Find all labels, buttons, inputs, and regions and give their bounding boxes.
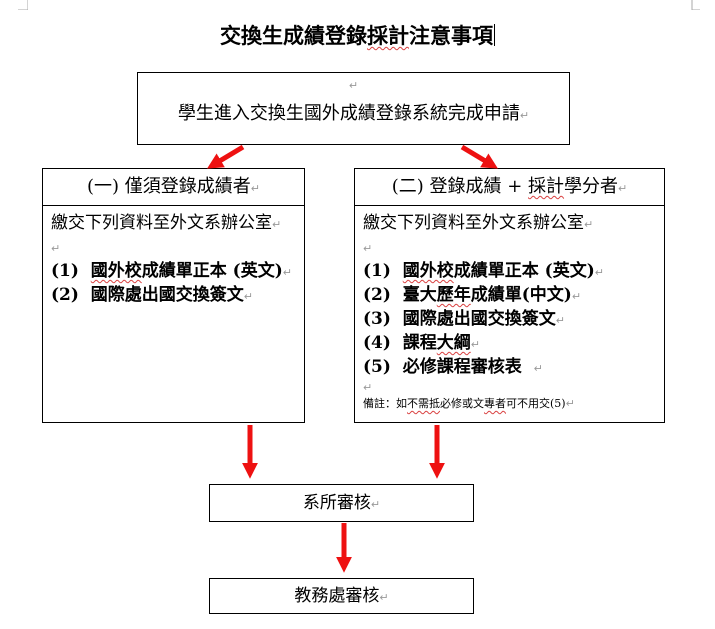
paragraph-mark: ↵: [348, 79, 359, 92]
paragraph-mark: ↵: [370, 498, 381, 511]
top-step-box[interactable]: ↵ 學生進入交換生國外成績登錄系統完成申請↵: [137, 72, 570, 145]
arrow-to-left-column: [207, 144, 245, 169]
paragraph-mark: ↵: [379, 591, 389, 604]
text-cursor: [494, 24, 495, 46]
right-column-header-sq: 採計: [528, 176, 565, 197]
left-list-item: (2) 國際處出國交換簽文↵: [51, 285, 253, 305]
paragraph-mark: ↵: [363, 381, 373, 394]
right-list-item: (3) 國際處出國交換簽文↵: [363, 309, 565, 329]
paragraph-mark: ↵: [519, 109, 530, 122]
academic-review-box[interactable]: 教務處審核↵: [209, 578, 474, 614]
right-list-item: (4) 課程大綱↵: [363, 333, 480, 353]
title-part3: 注意事項: [409, 23, 493, 48]
top-step-text: 學生進入交換生國外成績登錄系統完成申請: [177, 103, 520, 124]
paragraph-mark: ↵: [272, 218, 282, 231]
right-column-header-a: (二) 登錄成績 +: [391, 176, 529, 197]
left-column-intro: 繳交下列資料至外文系辦公室: [51, 213, 272, 233]
left-column-box[interactable]: (一) 僅須登錄成績者↵ 繳交下列資料至外文系辦公室↵ ↵ (1) 國外校成績單…: [42, 168, 305, 423]
paragraph-mark: ↵: [363, 242, 373, 255]
right-list-item: (5) 必修課程審核表 ↵: [363, 357, 543, 377]
right-column-note: 備註：如不需抵必修或文專者可不用交(5)↵: [363, 397, 575, 410]
arrow-to-right-column: [460, 144, 498, 169]
department-review-text: 系所審核: [302, 493, 371, 513]
right-column-box[interactable]: (二) 登錄成績 + 採計學分者↵ 繳交下列資料至外文系辦公室↵ ↵ (1) 國…: [354, 168, 665, 423]
paragraph-mark: ↵: [584, 218, 594, 231]
academic-review-text: 教務處審核: [294, 586, 380, 606]
crop-mark-right: [691, 0, 700, 10]
right-list-item: (2) 臺大歷年成績單(中文)↵: [363, 285, 582, 305]
left-list-item: (1) 國外校成績單正本 (英文)↵: [51, 261, 292, 281]
right-column-header-b: 學分者: [564, 176, 619, 197]
paragraph-mark: ↵: [618, 182, 628, 195]
title-part2: 採計: [367, 23, 409, 48]
paragraph-mark: ↵: [51, 242, 61, 255]
document-title[interactable]: 交換生成績登錄採計注意事項: [0, 20, 715, 50]
title-part1: 交換生成績登錄: [220, 23, 367, 48]
paragraph-mark: ↵: [250, 182, 260, 195]
right-list-item: (1) 國外校成績單正本 (英文)↵: [363, 261, 604, 281]
right-column-intro: 繳交下列資料至外文系辦公室: [363, 213, 584, 233]
left-column-header: (一) 僅須登錄成績者: [87, 176, 251, 197]
department-review-box[interactable]: 系所審核↵: [209, 484, 474, 522]
